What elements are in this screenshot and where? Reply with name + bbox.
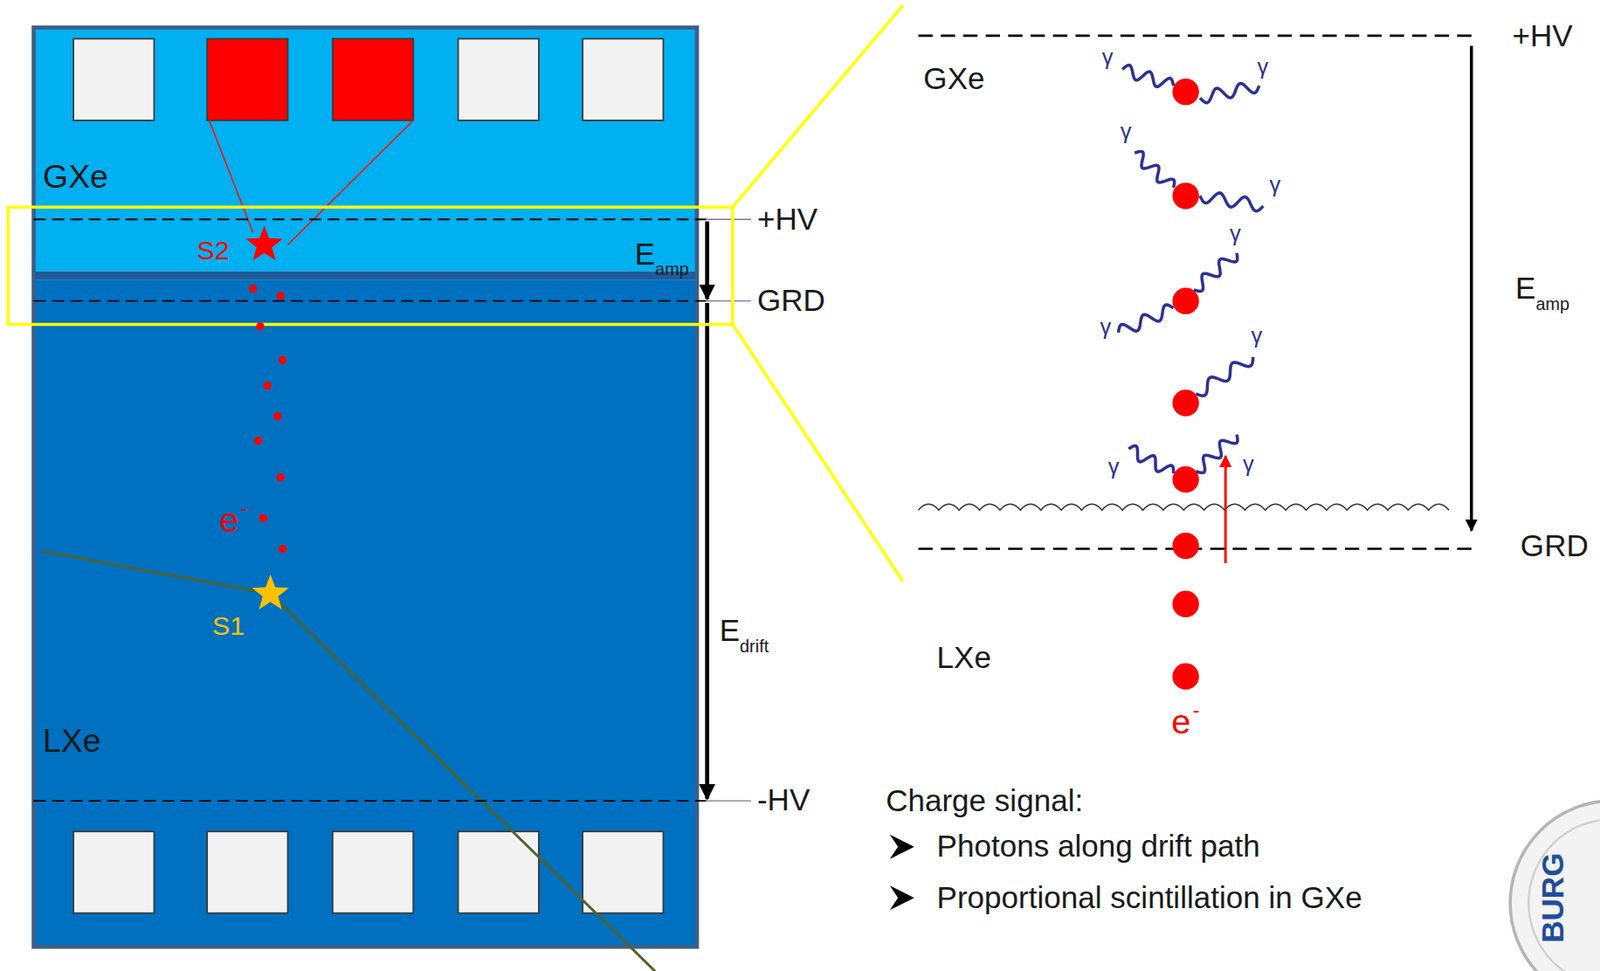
photon-wave (1134, 151, 1174, 188)
drift-electron (273, 412, 282, 421)
top-pmt-array (73, 38, 663, 120)
electron-label: e (219, 502, 239, 538)
drift-electron (1172, 389, 1199, 416)
light-ray (209, 120, 414, 246)
photon-label: γ (1250, 324, 1263, 348)
drift-electron (1172, 182, 1199, 209)
extraction-arrow (1224, 455, 1228, 564)
electrode-grid (34, 219, 707, 801)
drift-electron (259, 514, 268, 523)
drift-electron (276, 291, 285, 300)
university-seal (1510, 800, 1600, 971)
bottom-pmt-array (73, 831, 663, 913)
drift-electron (248, 78, 1200, 690)
note-heading: Charge signal: (885, 786, 1083, 817)
photon-label: γ (1100, 316, 1112, 339)
particle-track (41, 551, 656, 971)
photon-wave (1122, 65, 1173, 88)
signal-label: S2 (196, 236, 229, 263)
phase-label: GXe (923, 62, 985, 94)
photon-wave (1193, 253, 1238, 292)
electrode-grid (918, 35, 1472, 550)
electrode-label: -HV (757, 784, 810, 815)
drift-electron (1172, 287, 1199, 314)
photon-label: γ (1120, 120, 1132, 144)
photon-wave (1195, 434, 1238, 474)
liquid-surface (34, 271, 697, 280)
field-arrow (1469, 46, 1474, 532)
drift-electron (278, 356, 287, 365)
field-label: E (1515, 273, 1536, 304)
drift-electron (254, 436, 263, 445)
field-subscript: drift (739, 637, 769, 656)
detector-frame (34, 27, 697, 948)
electrode-label: +HV (757, 204, 818, 235)
signal-label: S1 (212, 612, 245, 639)
phase-label: LXe (937, 642, 992, 674)
photon-wave (1128, 446, 1173, 475)
drift-electron (248, 284, 257, 293)
electron-label: e (1171, 703, 1191, 739)
electrode-label: GRD (757, 285, 826, 317)
field-label: E (719, 615, 740, 647)
liquid-surface (918, 503, 1450, 511)
university-seal (1528, 819, 1600, 971)
signal-star (245, 225, 289, 610)
bullet-text: Photons along drift path (937, 831, 1261, 863)
drift-electron (1172, 78, 1199, 105)
photon-wave (1200, 82, 1260, 103)
drift-electron (262, 381, 271, 390)
drift-electron (255, 322, 264, 331)
s1-star (252, 574, 290, 610)
phase-label: GXe (42, 159, 109, 193)
electrode-lead (706, 219, 752, 801)
photon-label: γ (1102, 46, 1114, 69)
field-label: E (634, 238, 656, 269)
charge-superscript: - (241, 497, 249, 518)
drift-electron (1172, 466, 1199, 493)
zoom-box (7, 5, 904, 582)
photon-wave (1118, 65, 1264, 474)
drift-electron (1172, 532, 1199, 559)
s2-star (245, 225, 283, 261)
bullet-arrow (889, 834, 915, 911)
electrode-label: GRD (1520, 531, 1589, 562)
photon-label: γ (1256, 55, 1269, 79)
photon-label: γ (1108, 455, 1120, 479)
electrode-label: +HV (1512, 20, 1573, 51)
drift-electron (1172, 590, 1199, 617)
drift-electron (1172, 662, 1199, 690)
drift-electron (276, 473, 285, 482)
seal-text: BURG (1537, 853, 1569, 944)
photon-wave (1118, 304, 1174, 333)
field-subscript: amp (655, 261, 690, 279)
photon-label: γ (1242, 453, 1255, 476)
field-subscript: amp (1535, 296, 1570, 314)
photon-wave (1195, 357, 1253, 396)
charge-superscript: - (1193, 700, 1200, 721)
drift-electron (278, 544, 287, 553)
photon-wave (1200, 193, 1263, 212)
field-arrow (704, 221, 710, 800)
phase-label: LXe (42, 724, 102, 758)
photon-label: γ (1268, 173, 1281, 197)
bullet-text: Proportional scintillation in GXe (937, 882, 1363, 914)
photon-label: γ (1229, 222, 1242, 246)
